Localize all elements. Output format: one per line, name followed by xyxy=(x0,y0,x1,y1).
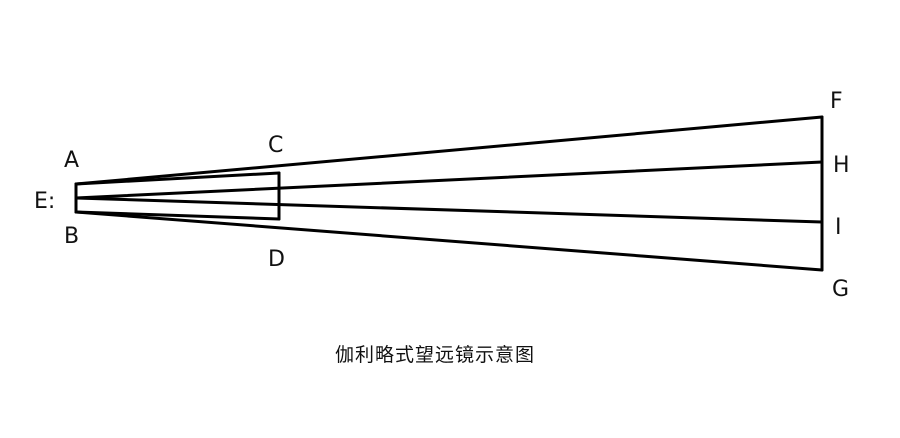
label-f: F xyxy=(830,89,843,114)
label-c: C xyxy=(268,133,283,158)
label-i: I xyxy=(835,215,842,240)
label-h: H xyxy=(833,153,850,178)
ray-b-g xyxy=(74,210,824,272)
diagram-caption: 伽利略式望远镜示意图 xyxy=(334,344,535,366)
ray-a-f xyxy=(74,115,824,186)
label-e: E: xyxy=(34,189,55,214)
label-g: G xyxy=(832,277,849,302)
label-a: A xyxy=(64,148,79,173)
ray-e-h xyxy=(74,160,824,200)
label-b: B xyxy=(64,224,79,249)
ray-e-i xyxy=(74,196,824,224)
label-d: D xyxy=(268,247,285,272)
